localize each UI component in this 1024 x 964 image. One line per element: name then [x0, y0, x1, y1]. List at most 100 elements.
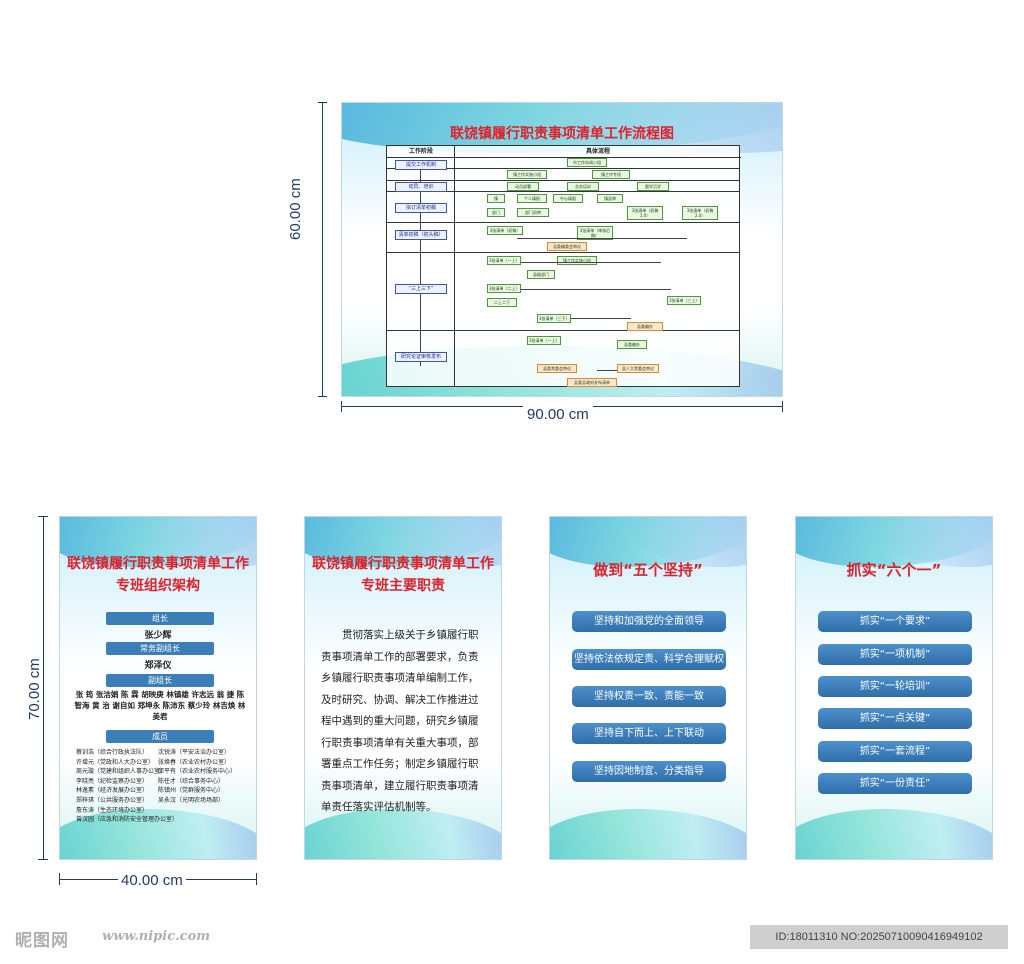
- flow-step-box: 3张清单（一上）: [527, 336, 561, 345]
- member-entry: 张焕春（农业农村办公室）: [158, 758, 231, 766]
- flow-step-box: 县委县政府发布清单: [567, 378, 617, 387]
- flow-step-box: 跟学沉学: [637, 182, 669, 191]
- leader-label: 组长: [106, 612, 214, 625]
- site-logo: 昵图网: [15, 931, 69, 951]
- flow-step-box: 镇工作实施小组: [507, 170, 547, 179]
- flow-width-tick-right: [782, 401, 783, 412]
- five-insist-title: 做到“五个坚持”: [593, 561, 703, 579]
- member-row: 蔡训浩（综合行政执法队） 沈锐涛（平安法治办公室）: [76, 748, 252, 758]
- member-entry: 郑梓琪（公共服务办公室）: [76, 796, 149, 804]
- flow-height-tick-bottom: [318, 396, 327, 397]
- exec-deputy-label: 常务副组长: [106, 642, 214, 655]
- member-row: 郑梓琪（公共服务办公室） 吴永汉（光明农场场部）: [76, 796, 252, 806]
- member-entry: 蔡训浩（综合行政执法队）: [76, 749, 149, 756]
- exec-deputy-name: 郑泽仪: [144, 661, 172, 671]
- member-entry: 曾汉园（应急和消防安全管理办公室）: [76, 816, 179, 824]
- flow-step-box: 3张清单（一上）: [487, 256, 521, 265]
- member-row: 詹东涛（生态环境办公室）: [76, 806, 252, 816]
- flow-step-box: 3张清单（三上）: [667, 296, 701, 305]
- flow-step-box: 县级部门: [527, 270, 555, 279]
- insist-item: 坚持依法依规定责、科学合理赋权: [572, 649, 726, 670]
- flowchart-board: 联饶镇履行职责事项清单工作流程图 工作阶段 具体流程 提交工作机制 动员、培训 …: [341, 102, 783, 397]
- member-entry: 李晓亮（纪检监察办公室）: [76, 777, 149, 785]
- duty-body-text: 贯彻落实上级关于乡镇履行职责事项清单工作的部署要求，负责乡镇履行职责事项清单编制…: [321, 629, 479, 813]
- flow-width-label: 90.00 cm: [523, 406, 593, 423]
- deputy-names: 张 筠 张洁娟 陈 霖 胡映庚 林镇雄 许志远 翁 捷 陈智海 黄 治 谢自如 …: [74, 690, 246, 721]
- flow-step-box: 县委编办: [627, 322, 663, 331]
- flow-step-box: 3张清单（初稿）: [487, 226, 523, 235]
- flow-step-box: 镇县审: [597, 194, 623, 203]
- stage-box: 清单初稿（初头稿）: [395, 230, 447, 240]
- flow-step-box: 镇工作实施小组: [557, 256, 597, 265]
- flow-step-box: 动员部署: [507, 182, 539, 191]
- flow-step-box: 县委编委会审议: [547, 242, 587, 251]
- flow-height-dimension-line: [322, 102, 323, 397]
- member-row: 曾汉园（应急和消防安全管理办公室）: [76, 815, 252, 825]
- flowchart-table: 工作阶段 具体流程 提交工作机制 动员、培训 拟订清单初稿 清单初稿（初头稿） …: [386, 145, 741, 387]
- flow-step-box: 镇: [487, 194, 505, 203]
- flow-step-box: 个人填报: [517, 194, 547, 203]
- member-row: 许增元（党政和人大办公室）张焕春（农业农村办公室）: [76, 758, 252, 768]
- org-width-tick-left: [59, 873, 60, 885]
- flow-height-label: 60.00 cm: [287, 178, 304, 240]
- flow-step-box: 3张清单（初稿 1.0）: [627, 206, 663, 220]
- six-one-board: 抓实“六个一” 抓实“一个要求” 抓实“一项机制” 抓实“一轮培训” 抓实“一点…: [795, 516, 993, 860]
- stage-box: 拟订清单初稿: [395, 203, 447, 213]
- stage-column-header: 工作阶段: [387, 146, 455, 158]
- flow-step-box: 3张清单（二上）: [487, 284, 521, 293]
- flow-step-box: 县委编办: [617, 340, 647, 349]
- member-list: 蔡训浩（综合行政执法队） 沈锐涛（平安法治办公室） 许增元（党政和人大办公室）张焕…: [76, 748, 252, 825]
- member-row: 林逸素（经济发展办公室） 陈镇州（党群服务中心）: [76, 786, 252, 796]
- members-label: 成员: [106, 730, 214, 743]
- flow-step-box: 部门初审: [517, 208, 549, 217]
- board-bottom-wave: [796, 809, 992, 859]
- org-height-tick-top: [38, 516, 48, 517]
- member-entry: 陈镇州（党群服务中心）: [158, 787, 225, 795]
- flow-step-box: 市工作协调小组: [567, 158, 607, 167]
- insist-item: 坚持和加强党的全面领导: [572, 611, 726, 632]
- five-insist-board: 做到“五个坚持” 坚持和加强党的全面领导 坚持依法依规定责、科学合理赋权 坚持权…: [549, 516, 747, 860]
- process-column-header: 具体流程: [455, 146, 741, 158]
- six-one-item: 抓实“一轮培训”: [818, 676, 972, 697]
- member-entry: 周元璇（党建和组织人事办公室）: [76, 768, 167, 776]
- member-entry: 林逸素（经济发展办公室）: [76, 787, 149, 795]
- flow-step-box: 县委常委会审议: [537, 364, 577, 373]
- insist-item: 坚持自下而上、上下联动: [572, 723, 726, 744]
- member-entry: 陈任才（综合事务中心）: [158, 777, 225, 785]
- member-entry: 吴永汉（光明农场场部）: [158, 796, 225, 804]
- flow-step-box: 3张清单（审核后稿）: [577, 226, 613, 240]
- six-one-item: 抓实“一个要求”: [818, 611, 972, 632]
- six-one-item: 抓实“一点关键”: [818, 708, 972, 729]
- leader-name: 张少辉: [144, 631, 172, 641]
- deputy-label: 副组长: [106, 674, 214, 687]
- org-height-dimension-line: [43, 516, 44, 860]
- flow-step-box: 3张清单（三下）: [537, 314, 571, 323]
- flow-step-box: 县人大常委会审议: [617, 364, 659, 373]
- insist-item: 坚持权责一致、责能一致: [572, 686, 726, 707]
- stage-box: 研究论证审核发布: [395, 352, 447, 362]
- six-one-item: 抓实“一份责任”: [818, 773, 972, 794]
- member-entry: 沈锐涛（平安法治办公室）: [158, 749, 231, 756]
- member-entry: 许增元（党政和人大办公室）: [76, 758, 155, 766]
- member-entry: 詹东涛（生态环境办公室）: [76, 806, 149, 814]
- member-row: 李晓亮（纪检监察办公室） 陈任才（综合事务中心）: [76, 777, 252, 787]
- flow-height-tick-top: [318, 102, 327, 103]
- duty-board: 联饶镇履行职责事项清单工作专班主要职责 贯彻落实上级关于乡镇履行职责事项清单工作…: [304, 516, 502, 860]
- stage-box: “三上三下”: [395, 284, 447, 294]
- flow-step-box: 3张清单（初稿 2.0）: [682, 206, 718, 220]
- member-row: 周元璇（党建和组织人事办公室）邱平有（农业农村服务中心）: [76, 767, 252, 777]
- flow-step-box: 镇工作专班: [592, 170, 630, 179]
- flow-step-box: 中心填报: [553, 194, 583, 203]
- six-one-item: 抓实“一项机制”: [818, 644, 972, 665]
- flow-step-box: 二上二下: [487, 298, 517, 307]
- org-height-tick-bottom: [38, 859, 48, 860]
- member-entry: 邱平有（农业农村服务中心）: [158, 768, 237, 776]
- insist-item: 坚持因地制宜、分类指导: [572, 761, 726, 782]
- stage-box: 动员、培训: [395, 182, 447, 192]
- org-title: 联饶镇履行职责事项清单工作专班组织架构: [67, 556, 249, 594]
- org-width-label: 40.00 cm: [118, 872, 186, 889]
- org-structure-board: 联饶镇履行职责事项清单工作专班组织架构 组长 张少辉 常务副组长 郑泽仪 副组长…: [59, 516, 257, 860]
- flowchart-title: 联饶镇履行职责事项清单工作流程图: [450, 126, 674, 142]
- duty-title: 联饶镇履行职责事项清单工作专班主要职责: [312, 556, 494, 594]
- stage-column: [387, 146, 455, 386]
